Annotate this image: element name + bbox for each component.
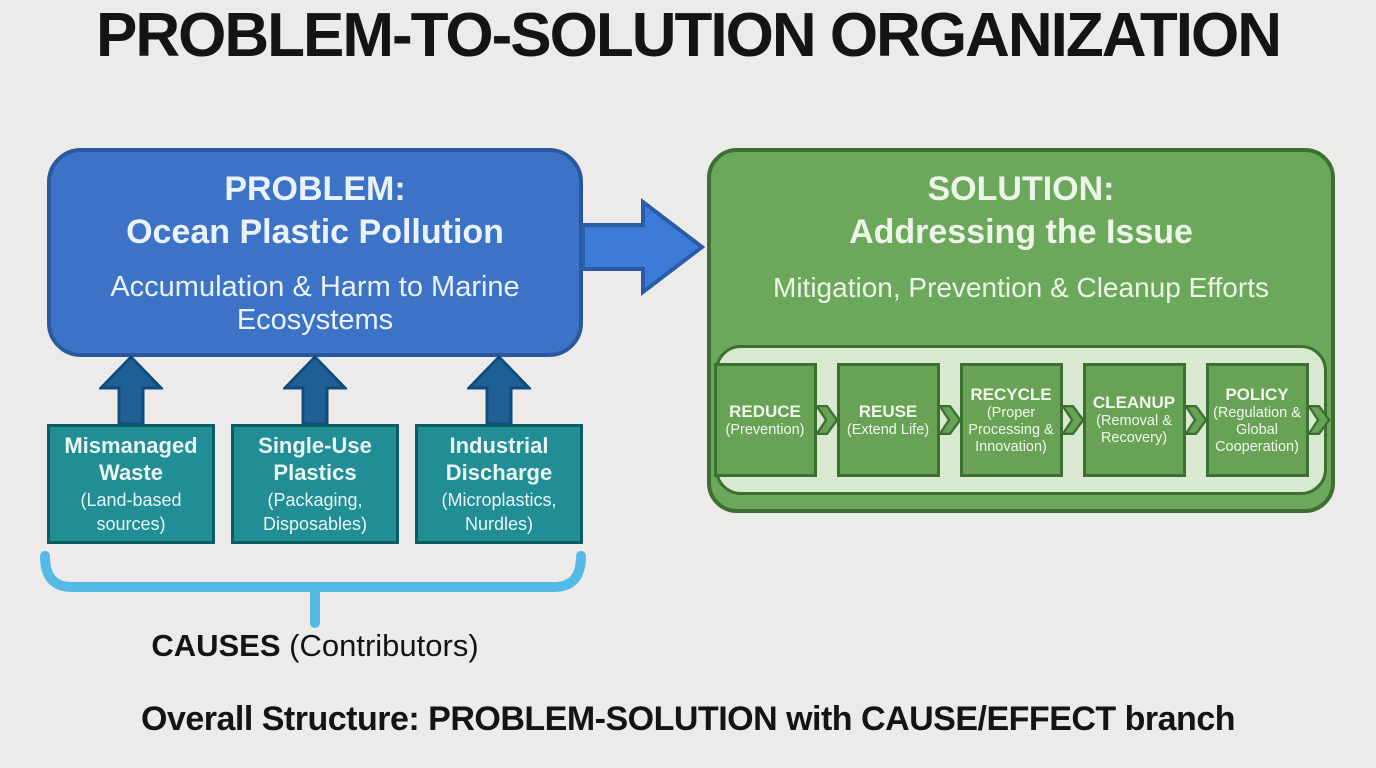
causes-label-regular: (Contributors) bbox=[280, 628, 479, 663]
causes-label-bold: CAUSES bbox=[151, 628, 281, 663]
problem-box: PROBLEM: Ocean Plastic Pollution Accumul… bbox=[47, 148, 583, 357]
solution-heading-line2: Addressing the Issue bbox=[849, 213, 1193, 251]
step-subtitle: (Regulation & Global Cooperation) bbox=[1213, 404, 1301, 455]
step-title: REDUCE bbox=[729, 401, 801, 421]
step-subtitle: (Removal & Recovery) bbox=[1096, 413, 1172, 446]
solution-steps-panel: REDUCE (Prevention) REUSE (Extend Life) … bbox=[713, 345, 1331, 495]
problem-heading-line1: PROBLEM: bbox=[224, 170, 406, 208]
cause-box-industrial-discharge: Industrial Discharge (Microplastics, Nur… bbox=[415, 424, 583, 544]
chevron-right-icon bbox=[1306, 405, 1331, 435]
chevron-right-icon bbox=[1060, 405, 1085, 435]
arrow-up-icon bbox=[283, 355, 347, 425]
cause-subtitle: (Packaging, Disposables) bbox=[262, 490, 368, 534]
step-subtitle: (Prevention) bbox=[725, 421, 805, 438]
step-policy: POLICY (Regulation & Global Cooperation) bbox=[1205, 363, 1309, 477]
solution-heading-line1: SOLUTION: bbox=[927, 170, 1115, 208]
arrow-up-icon bbox=[467, 355, 531, 425]
step-title: CLEANUP bbox=[1092, 393, 1176, 412]
arrow-right-icon bbox=[581, 197, 705, 297]
solution-box: SOLUTION: Addressing the Issue Mitigatio… bbox=[707, 148, 1335, 513]
brace-icon bbox=[40, 551, 586, 628]
page-title: PROBLEM-TO-SOLUTION ORGANIZATION bbox=[96, 1, 1282, 70]
step-recycle: RECYCLE (Proper Processing & Innovation) bbox=[959, 363, 1063, 477]
cause-subtitle: (Land-based sources) bbox=[80, 490, 182, 534]
cause-box-single-use-plastics: Single-Use Plastics (Packaging, Disposab… bbox=[231, 424, 399, 544]
step-title: POLICY bbox=[1225, 384, 1289, 404]
cause-title: Single-Use Plastics bbox=[258, 433, 372, 485]
chevron-right-icon bbox=[937, 405, 962, 435]
cause-title: Industrial Discharge bbox=[445, 433, 553, 485]
problem-subtitle: Accumulation & Harm to Marine Ecosystems bbox=[110, 271, 520, 336]
chevron-right-icon bbox=[1183, 405, 1208, 435]
footer-structure-note: Overall Structure: PROBLEM-SOLUTION with… bbox=[141, 700, 1236, 738]
step-reuse: REUSE (Extend Life) bbox=[836, 363, 940, 477]
solution-heading: SOLUTION: Addressing the Issue Mitigatio… bbox=[711, 152, 1331, 304]
cause-title: Mismanaged Waste bbox=[64, 433, 198, 485]
solution-subtitle: Mitigation, Prevention & Cleanup Efforts bbox=[773, 272, 1269, 303]
cause-box-mismanaged-waste: Mismanaged Waste (Land-based sources) bbox=[47, 424, 215, 544]
step-title: RECYCLE bbox=[970, 384, 1052, 404]
step-reduce: REDUCE (Prevention) bbox=[713, 363, 817, 477]
chevron-right-icon bbox=[814, 405, 839, 435]
step-title: REUSE bbox=[858, 401, 918, 421]
arrow-up-icon bbox=[99, 355, 163, 425]
step-cleanup: CLEANUP (Removal & Recovery) bbox=[1082, 363, 1186, 477]
problem-heading-line2: Ocean Plastic Pollution bbox=[126, 213, 504, 251]
causes-label: CAUSES (Contributors) bbox=[47, 628, 583, 664]
step-subtitle: (Proper Processing & Innovation) bbox=[968, 404, 1054, 455]
step-subtitle: (Extend Life) bbox=[846, 421, 930, 438]
cause-subtitle: (Microplastics, Nurdles) bbox=[441, 490, 557, 534]
